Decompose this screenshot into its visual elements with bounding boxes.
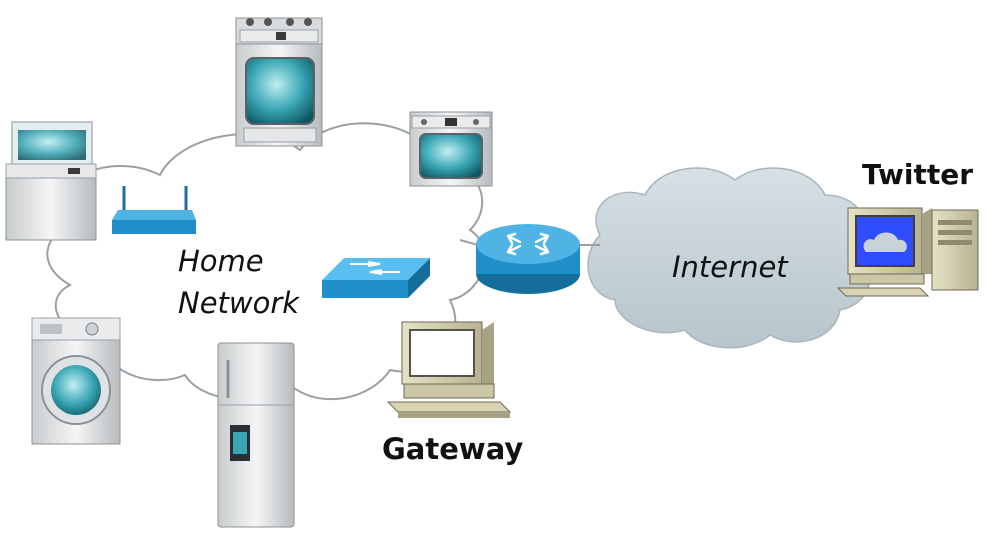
gateway-router-link [459, 239, 479, 246]
twitter-server-icon [836, 207, 979, 297]
washing-machine-icon [31, 317, 121, 445]
wall-oven-icon [409, 111, 493, 187]
refrigerator-icon [217, 342, 295, 528]
twitter-label: Twitter [862, 158, 974, 191]
router-icon [476, 224, 580, 294]
wireless-router-icon [112, 186, 196, 234]
network-switch-icon [322, 258, 430, 298]
internet-label: Internet [672, 250, 788, 284]
home-network-label-line2: Network [178, 286, 300, 320]
home-network-label-line1: Home [178, 244, 264, 278]
dishwasher-icon [5, 121, 97, 241]
home-network-label: Home Network [178, 240, 299, 324]
gateway-computer-icon [386, 321, 512, 418]
gateway-label: Gateway [382, 432, 524, 466]
oven-range-icon [235, 17, 323, 147]
